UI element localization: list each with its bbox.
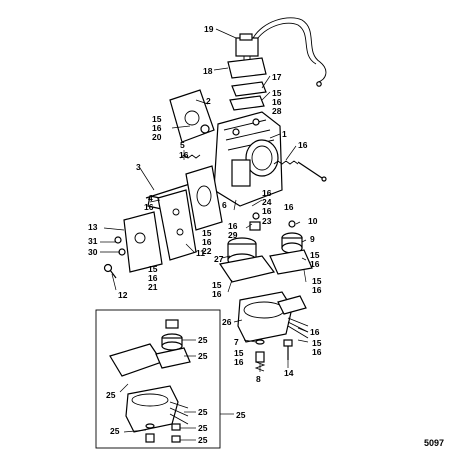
callout-labels: 19 18 17 15 16 28 2 15 16 20 1 16 5 16 3… [88,24,322,445]
callout-number: 15 [312,338,322,348]
callout-number: 4 [148,193,153,203]
callout-number: 20 [152,132,162,142]
callout-number: 17 [272,72,282,82]
drain-screw [283,339,293,360]
callout-number: 18 [203,66,213,76]
callout-number: 11 [196,248,205,258]
callout-number: 24 [262,197,272,207]
callout-number: 15 [148,264,158,274]
callout-number: 25 [110,426,120,436]
callout-number: 16 [310,259,320,269]
callout-number: 15 [152,114,162,124]
callout-number: 26 [222,317,232,327]
callout-number: 16 [262,188,272,198]
callout-number: 25 [198,423,208,433]
callout-number: 25 [198,435,208,445]
callout-number: 9 [310,234,315,244]
callout-number: 13 [88,222,98,232]
callout-number: 16 [148,273,158,283]
leader-lines [100,28,309,441]
callout-number: 16 [312,285,322,295]
pump-assembly [218,212,276,283]
callout-number: 31 [88,236,98,246]
callout-number: 10 [308,216,318,226]
callout-number: 15 [202,228,212,238]
callout-number: 5 [180,140,185,150]
callout-number: 16 [310,327,320,337]
callout-number: 7 [234,337,239,347]
callout-number: 28 [272,106,282,116]
callout-number: 16 [272,97,282,107]
cover-gasket [169,89,215,143]
callout-number: 16 [179,150,189,160]
callout-number: 21 [148,282,158,292]
callout-number: 16 [234,357,244,367]
callout-number: 6 [222,200,227,210]
callout-number: 16 [284,202,294,212]
callout-number: 1 [282,129,287,139]
callout-number: 15 [234,348,244,358]
callout-number: 25 [106,390,116,400]
float-bowl [237,291,309,343]
screw [103,263,117,279]
callout-number: 23 [262,216,272,226]
mounting-plate [227,57,267,79]
callout-number: 3 [136,162,141,172]
callout-number: 15 [272,88,282,98]
callout-number: 27 [214,254,224,264]
carburetor-body [213,111,283,207]
right-valve-stack [269,220,313,275]
callout-number: 30 [88,247,98,257]
callout-number: 16 [144,202,154,212]
callout-number: 16 [298,140,308,150]
callout-number: 25 [236,410,246,420]
callout-number: 14 [284,368,294,378]
callout-number: 16 [202,237,212,247]
callout-number: 25 [198,351,208,361]
callout-number: 2 [206,96,211,106]
callout-number: 29 [228,230,238,240]
callout-number: 25 [198,407,208,417]
callout-number: 8 [256,374,261,384]
callout-number: 15 [312,276,322,286]
callout-number: 15 [310,250,320,260]
callout-number: 15 [212,280,222,290]
callout-number: 16 [262,206,272,216]
gasket-plate [229,95,265,111]
idle-mixture-screw [273,160,327,182]
side-gasket [114,211,163,273]
figure-number: 5097 [424,438,444,448]
callout-number: 16 [228,221,238,231]
inset-parts [109,319,191,443]
callout-number: 16 [312,347,322,357]
float-chamber-cover [157,165,223,261]
callout-number: 16 [152,123,162,133]
gasket-plate [231,81,267,97]
inset-frame [95,309,221,449]
callout-number: 25 [198,335,208,345]
callout-number: 16 [212,289,222,299]
callout-number: 12 [118,290,128,300]
callout-number: 19 [204,24,214,34]
callout-number: 22 [202,246,212,256]
